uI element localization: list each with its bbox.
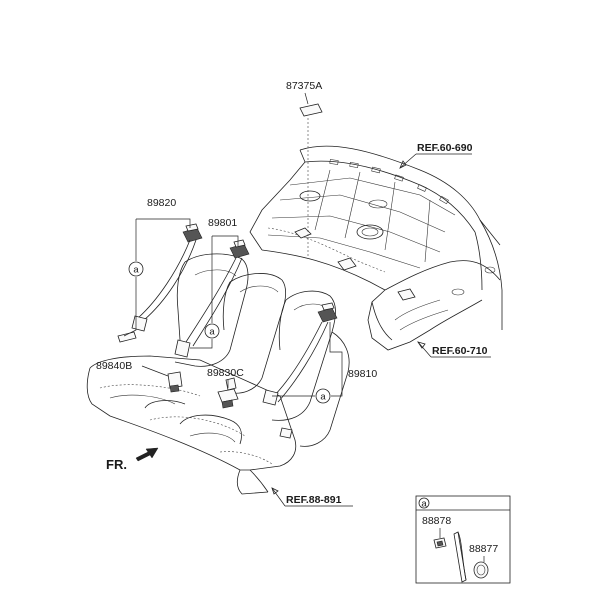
part-label-88878: 88878 [422, 515, 451, 527]
buckle-89830c [217, 377, 239, 409]
seat-belt-89820 [117, 223, 203, 343]
seat-belt-89801 [174, 239, 250, 358]
rear-seat-cushion [86, 355, 297, 495]
ref-label-88-891[interactable]: REF.88-891 [286, 494, 342, 506]
rear-seat-backs [174, 253, 350, 447]
cover-87375a [299, 103, 323, 258]
cap-88877 [473, 561, 489, 579]
front-direction-arrow [135, 447, 159, 462]
part-label-89810: 89810 [348, 368, 377, 380]
svg-text:a: a [209, 327, 215, 338]
part-label-89830c: 89830C [207, 367, 244, 379]
part-label-89801: 89801 [208, 217, 237, 229]
ref-label-60-710[interactable]: REF.60-710 [432, 345, 488, 357]
rear-package-tray [249, 145, 503, 351]
seat-belt-89810 [262, 302, 338, 439]
part-label-88877: 88877 [469, 543, 498, 555]
callout-a-circle [315, 388, 331, 404]
part-label-89840b: 89840B [96, 360, 132, 372]
front-direction-label: FR. [106, 457, 127, 472]
part-label-89820: 89820 [147, 197, 176, 209]
ref-label-60-690[interactable]: REF.60-690 [417, 142, 473, 154]
part-label-87375a: 87375A [286, 80, 322, 92]
buckle-89840b [167, 371, 183, 393]
callout-a-circle [128, 261, 144, 277]
svg-text:a: a [133, 265, 139, 276]
svg-text:a: a [421, 499, 427, 510]
callout-a-circle [204, 323, 220, 339]
svg-text:a: a [320, 392, 326, 403]
detail-box-a: a 88878 88877 [415, 495, 511, 584]
